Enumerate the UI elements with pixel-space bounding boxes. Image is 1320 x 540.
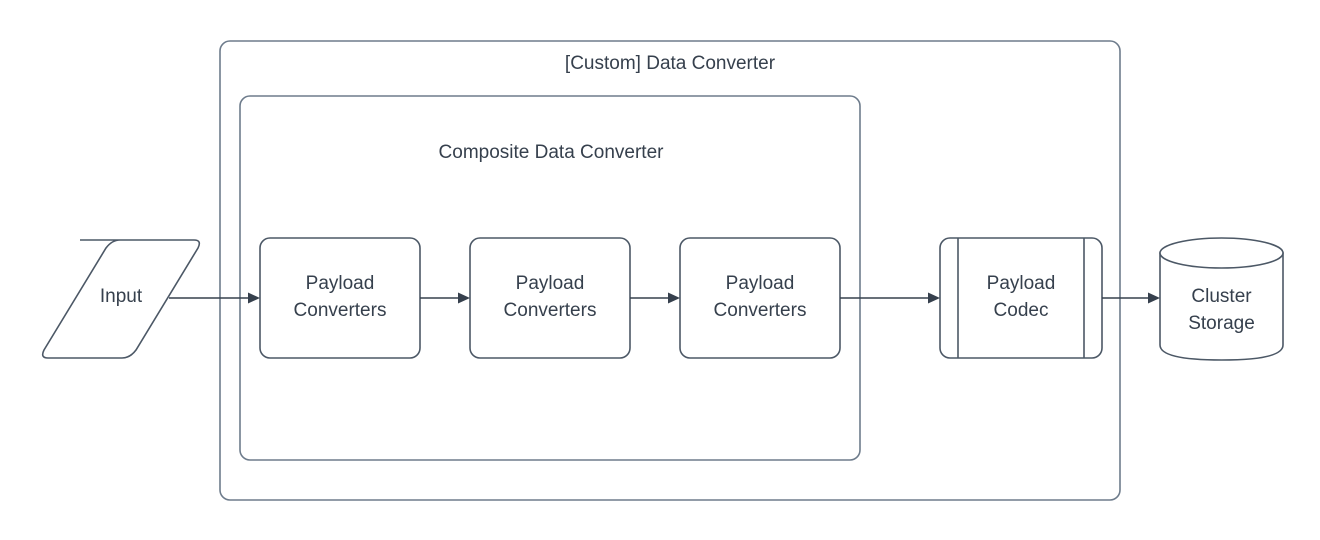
payload-converters-2-label-line2: Converters <box>504 300 597 321</box>
payload-converters-3-shape <box>679 237 841 359</box>
edge-pc2-to-pc3-arrowhead <box>668 292 680 304</box>
node-input[interactable]: Input <box>41 239 201 359</box>
custom-data-converter-label: [Custom] Data Converter <box>565 53 776 74</box>
node-payload-converters-3[interactable]: Payload Converters <box>679 237 841 359</box>
container-custom-data-converter[interactable]: [Custom] Data Converter <box>219 40 1121 501</box>
payload-converters-1-label-line1: Payload <box>306 273 375 294</box>
edge-payload-converters-2-to-3 <box>630 292 680 304</box>
node-payload-codec[interactable]: Payload Codec <box>939 237 1103 359</box>
payload-codec-label-line1: Payload <box>987 273 1056 294</box>
cluster-storage-label-line1: Cluster <box>1191 286 1252 307</box>
payload-converters-1-shape <box>259 237 421 359</box>
payload-converters-1-label-line2: Converters <box>294 300 387 321</box>
edge-pc1-to-pc2-arrowhead <box>458 292 470 304</box>
payload-codec-label-line2: Codec <box>994 300 1049 321</box>
edge-input-to-pc1-arrowhead <box>248 292 260 304</box>
payload-converters-3-label-line2: Converters <box>714 300 807 321</box>
edge-payload-converters-3-to-codec <box>840 292 940 304</box>
edge-pc3-to-codec-arrowhead <box>928 292 940 304</box>
input-label: Input <box>100 286 143 307</box>
container-composite-data-converter[interactable]: Composite Data Converter <box>239 95 861 461</box>
node-cluster-storage[interactable]: Cluster Storage <box>1159 237 1284 361</box>
cluster-storage-body <box>1159 252 1284 361</box>
edge-codec-to-storage-arrowhead <box>1148 292 1160 304</box>
payload-codec-shape <box>939 237 1103 359</box>
cluster-storage-top <box>1159 237 1284 269</box>
edge-codec-to-cluster-storage <box>1102 292 1160 304</box>
cluster-storage-label-line2: Storage <box>1188 313 1255 334</box>
node-payload-converters-1[interactable]: Payload Converters <box>259 237 421 359</box>
input-shape <box>41 239 201 359</box>
edge-input-to-payload-converters-1 <box>169 292 260 304</box>
node-payload-converters-2[interactable]: Payload Converters <box>469 237 631 359</box>
payload-converters-2-shape <box>469 237 631 359</box>
custom-data-converter-border <box>219 40 1121 501</box>
composite-data-converter-label: Composite Data Converter <box>439 142 665 163</box>
payload-converters-2-label-line1: Payload <box>516 273 585 294</box>
payload-converters-3-label-line1: Payload <box>726 273 795 294</box>
composite-data-converter-border <box>239 95 861 461</box>
edge-payload-converters-1-to-2 <box>420 292 470 304</box>
